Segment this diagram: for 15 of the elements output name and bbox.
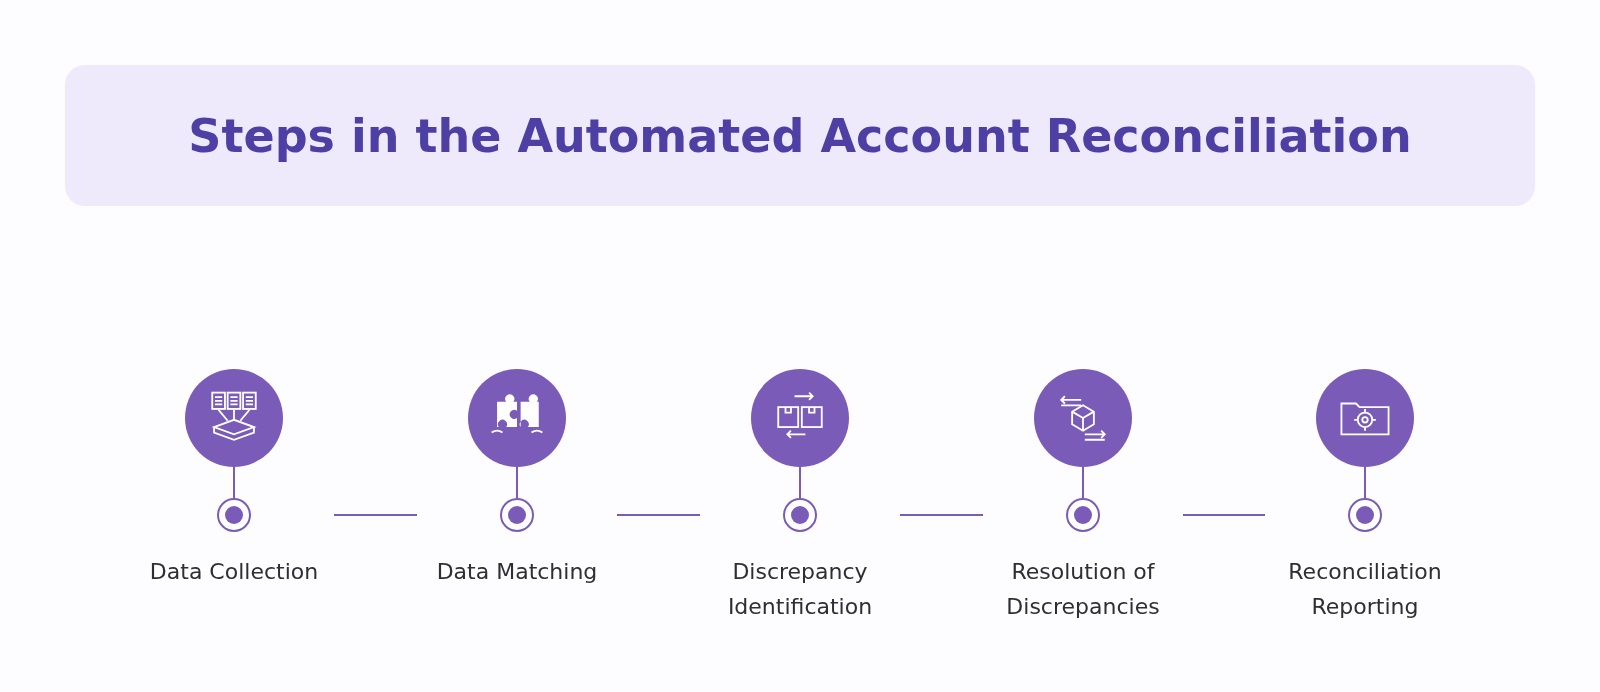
connector-line: [233, 466, 235, 499]
step-label: Data Collection: [149, 558, 319, 586]
step-label: Resolution of Discrepancies: [1005, 558, 1161, 621]
step-label: Discrepancy Identification: [726, 558, 874, 621]
connector-line: [1082, 466, 1084, 499]
connector-line: [616, 514, 701, 516]
connector-line: [1182, 514, 1266, 516]
step-label: Data Matching: [436, 558, 598, 586]
step-label: Reconciliation Reporting: [1287, 558, 1443, 621]
connector-line: [516, 466, 518, 499]
connector-line: [333, 514, 418, 516]
title: Steps in the Automated Account Reconciliation: [188, 108, 1412, 163]
connector-line: [899, 514, 984, 516]
connector-line: [1364, 466, 1366, 499]
connector-line: [799, 466, 801, 499]
